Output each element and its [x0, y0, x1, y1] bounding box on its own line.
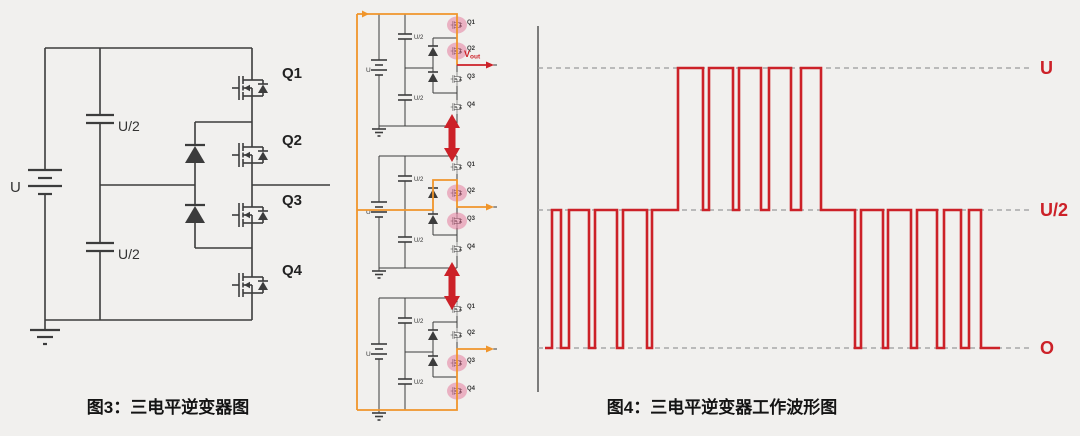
figure3-caption: 图3：三电平逆变器图 — [87, 397, 249, 417]
state2-conducting-highlights — [447, 184, 467, 230]
state-transition-arrow-1 — [444, 114, 460, 162]
cap-top-label: U/2 — [118, 118, 140, 134]
mosfet-q1-symbol — [231, 66, 269, 110]
state3-mini-circuit-drawing — [366, 298, 497, 420]
ground-symbol — [30, 328, 60, 346]
waveform-path — [545, 66, 1000, 350]
state1-mini-circuit-drawing — [366, 14, 497, 136]
vout-label: Vout — [464, 49, 481, 61]
current-path-state2 — [357, 179, 486, 211]
mosfet-q4-label: Q4 — [282, 262, 303, 279]
level-label-u: U — [1040, 58, 1053, 78]
vout-arrow-icon — [486, 61, 494, 69]
vout-label-sub: out — [470, 54, 481, 61]
voltage-source-label: U — [10, 179, 21, 196]
clamp-diode-bottom — [185, 203, 205, 223]
switching-states-panel: Vout — [356, 10, 497, 421]
state2-circuit — [366, 156, 497, 278]
figure4-caption: 图4：三电平逆变器工作波形图 — [607, 397, 837, 417]
level-label-u2: U/2 — [1040, 200, 1068, 220]
mosfet-q3-symbol — [231, 193, 269, 237]
state-transition-arrow-2 — [444, 262, 460, 310]
mosfet-q4-symbol — [231, 263, 269, 307]
state3-output-arrow-icon — [486, 345, 494, 353]
mosfet-q3-label: Q3 — [282, 192, 302, 209]
current-path-state3 — [357, 348, 486, 411]
capacitor-top-symbol — [86, 113, 114, 125]
mosfet-q2-symbol — [231, 133, 269, 177]
mosfet-q1-label: Q1 — [282, 65, 302, 82]
figure4-waveform-diagram: U U/2 O 图4：三电平逆变器工作波形图 — [537, 26, 1068, 417]
capacitor-bottom-symbol — [86, 241, 114, 253]
clamp-diode-top — [185, 143, 205, 163]
state1-circuit — [366, 14, 497, 136]
voltage-source-symbol — [28, 168, 62, 196]
state2-output-arrow-icon — [486, 203, 494, 211]
figure3-circuit-diagram: U U/2 U/2 Q1 Q2 Q3 Q4 图3：三电平逆变器图 — [10, 47, 330, 417]
cap-bottom-label: U/2 — [118, 246, 140, 262]
level-label-o: O — [1040, 338, 1054, 358]
mosfet-q2-label: Q2 — [282, 132, 302, 149]
state3-circuit — [366, 298, 497, 420]
circuit-wiring — [44, 47, 330, 330]
current-path-state1 — [357, 13, 458, 65]
state2-mini-circuit-drawing — [366, 156, 497, 278]
vout-label-main: V — [464, 49, 470, 59]
